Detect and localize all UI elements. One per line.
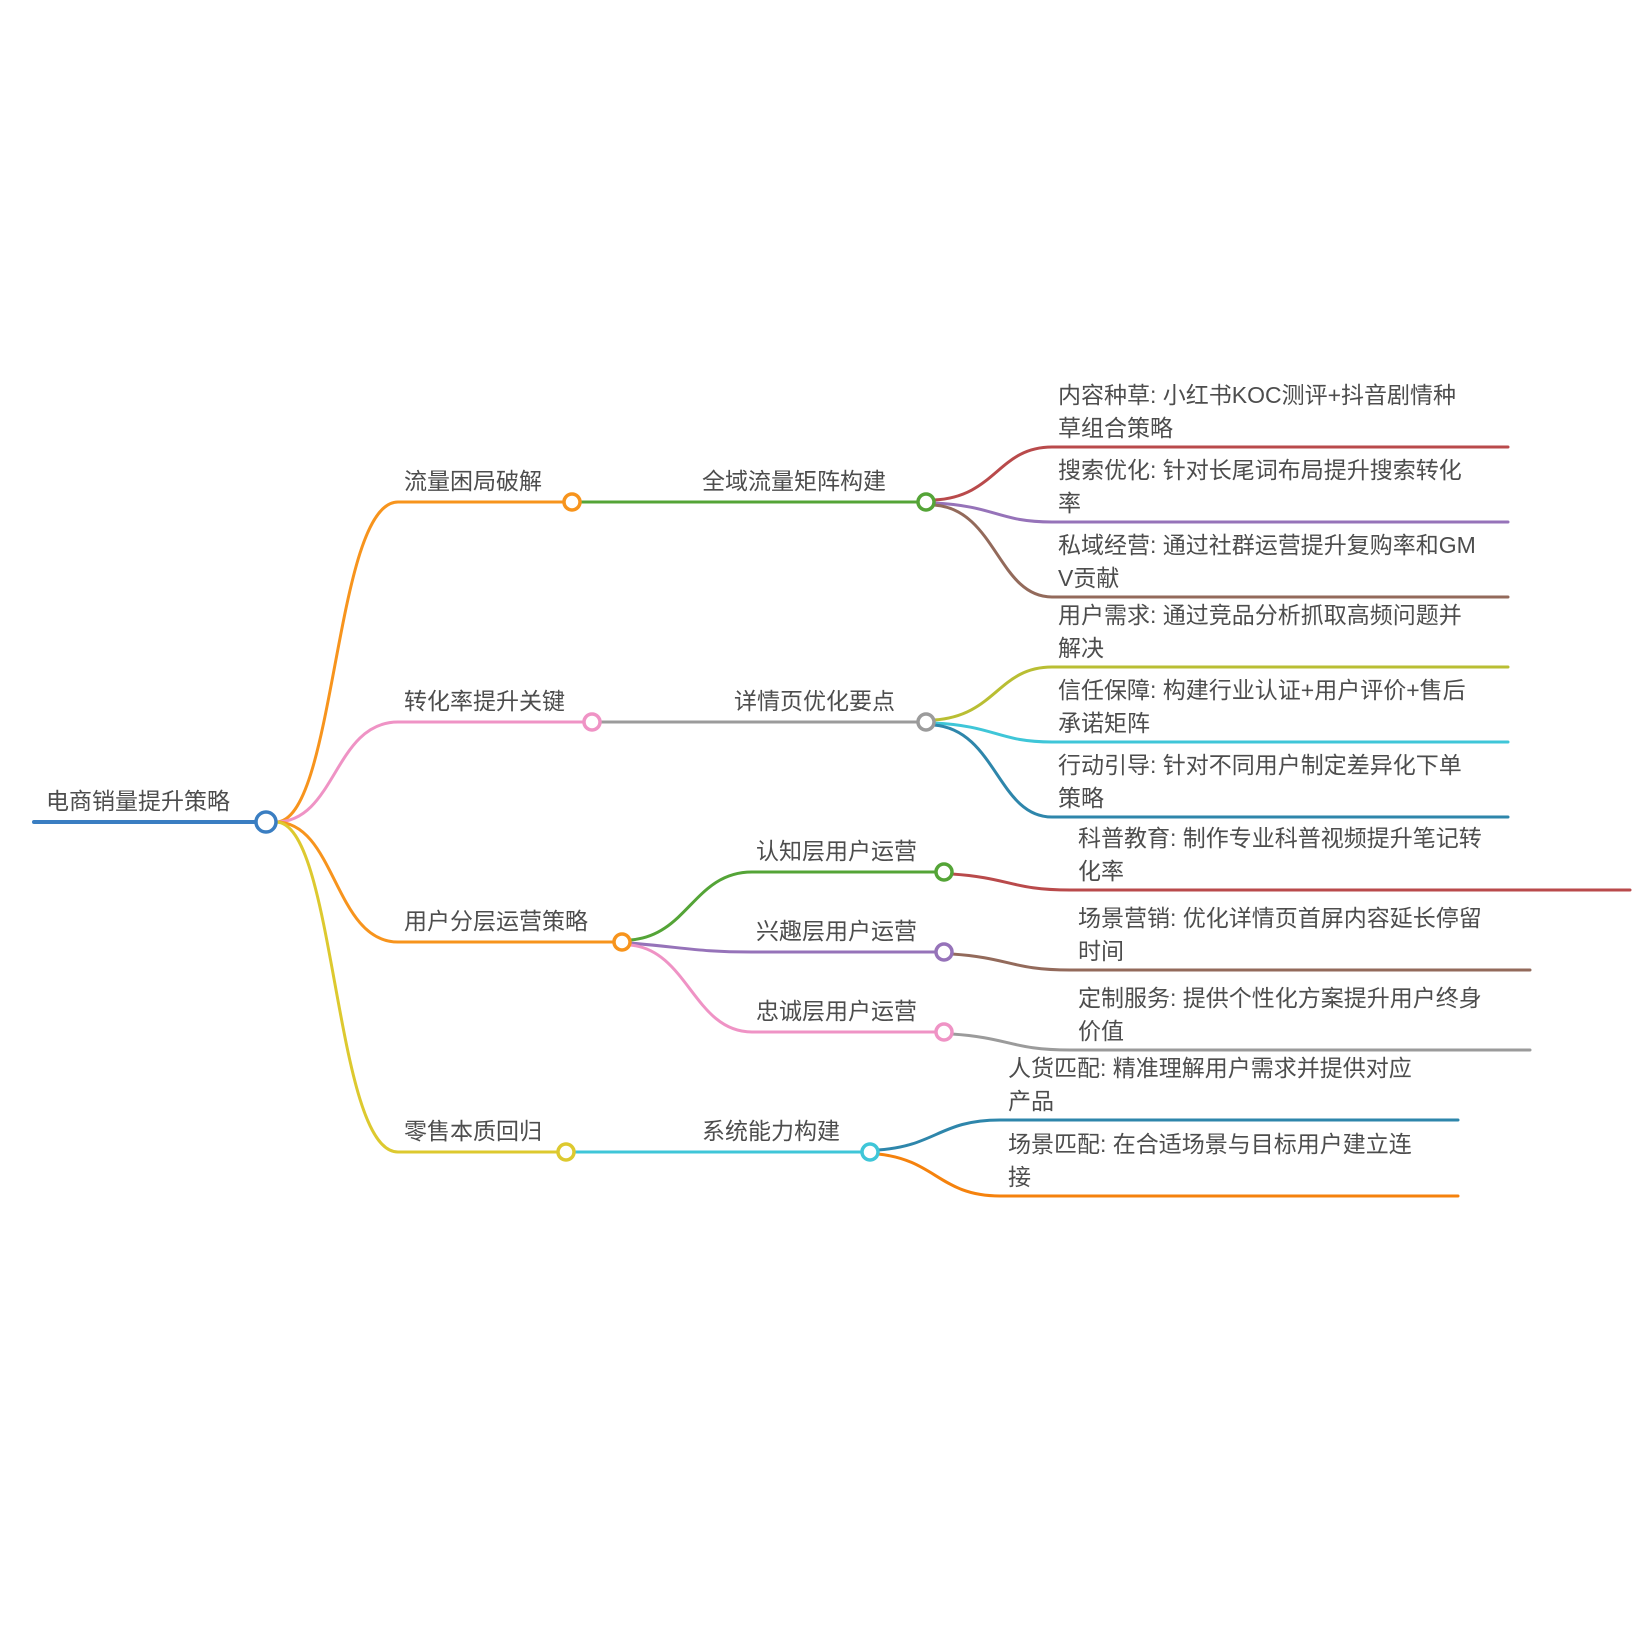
root-node-circle[interactable] <box>254 810 278 834</box>
node-interest-label[interactable]: 兴趣层用户运营 <box>756 918 917 944</box>
node-matrix-circle[interactable] <box>916 492 936 512</box>
leaf-cta-label[interactable]: 行动引导: 针对不同用户制定差异化下单策略 <box>1058 752 1462 811</box>
leaf-product-match-label[interactable]: 人货匹配: 精准理解用户需求并提供对应产品 <box>1008 1055 1412 1114</box>
root-node-label[interactable]: 电商销量提升策略 <box>46 788 230 814</box>
branch-retail-circle[interactable] <box>556 1142 576 1162</box>
edge-detailpage-to-trust <box>932 721 1510 744</box>
node-system-label[interactable]: 系统能力构建 <box>702 1118 840 1144</box>
edge-matrix-to-search-opt <box>932 501 1510 524</box>
edge-system-to-scene-match <box>876 1152 1460 1198</box>
node-cognitive-circle[interactable] <box>934 862 954 882</box>
branch-conversion-label[interactable]: 转化率提升关键 <box>404 688 565 714</box>
branch-traffic-circle[interactable] <box>562 492 582 512</box>
edge-loyalty-to-custom-service <box>950 1032 1532 1052</box>
branch-conversion-circle[interactable] <box>582 712 602 732</box>
edge-detailpage-to-user-needs <box>932 665 1510 722</box>
edge-interest-to-scene-marketing <box>950 952 1532 972</box>
branch-traffic-label[interactable]: 流量困局破解 <box>404 468 542 494</box>
node-system-circle[interactable] <box>860 1142 880 1162</box>
node-detailpage-circle[interactable] <box>916 712 936 732</box>
branch-user-layers-circle[interactable] <box>612 932 632 952</box>
node-loyalty-label[interactable]: 忠诚层用户运营 <box>756 998 917 1024</box>
leaf-custom-service-label[interactable]: 定制服务: 提供个性化方案提升用户终身价值 <box>1078 985 1482 1044</box>
edge-layers-to-cognitive <box>628 870 938 942</box>
node-cognitive-label[interactable]: 认知层用户运营 <box>756 838 917 864</box>
leaf-content-seeding-label[interactable]: 内容种草: 小红书KOC测评+抖音剧情种草组合策略 <box>1058 382 1457 441</box>
edge-detailpage-to-cta <box>932 723 1510 819</box>
node-matrix-label[interactable]: 全域流量矩阵构建 <box>702 468 886 494</box>
edge-root-to-branch-user-layers <box>274 820 616 944</box>
edge-matrix-to-content-seeding <box>932 445 1510 502</box>
leaf-user-needs-label[interactable]: 用户需求: 通过竞品分析抓取高频问题并解决 <box>1058 602 1462 661</box>
edge-layers-to-interest <box>628 941 938 954</box>
node-detailpage-label[interactable]: 详情页优化要点 <box>734 688 895 714</box>
node-interest-circle[interactable] <box>934 942 954 962</box>
leaf-search-opt-label[interactable]: 搜索优化: 针对长尾词布局提升搜索转化率 <box>1058 457 1462 516</box>
leaf-scene-match-label[interactable]: 场景匹配: 在合适场景与目标用户建立连接 <box>1008 1131 1412 1190</box>
edge-matrix-to-private-domain <box>932 503 1510 599</box>
leaf-scene-marketing-label[interactable]: 场景营销: 优化详情页首屏内容延长停留时间 <box>1078 905 1482 964</box>
edge-root-to-branch-traffic <box>274 500 566 824</box>
leaf-trust-label[interactable]: 信任保障: 构建行业认证+用户评价+售后承诺矩阵 <box>1058 677 1466 736</box>
edge-system-to-product-match <box>876 1118 1460 1152</box>
edge-cognitive-to-education <box>950 872 1632 892</box>
edge-root-to-branch-conversion <box>274 720 586 824</box>
branch-user-layers-label[interactable]: 用户分层运营策略 <box>404 908 588 934</box>
edge-layers-to-loyalty <box>628 943 938 1034</box>
branch-retail-label[interactable]: 零售本质回归 <box>404 1118 542 1144</box>
edge-root-to-branch-retail <box>274 820 560 1154</box>
node-loyalty-circle[interactable] <box>934 1022 954 1042</box>
leaf-education-label[interactable]: 科普教育: 制作专业科普视频提升笔记转化率 <box>1078 825 1482 884</box>
leaf-private-domain-label[interactable]: 私域经营: 通过社群运营提升复购率和GMV贡献 <box>1058 532 1476 591</box>
